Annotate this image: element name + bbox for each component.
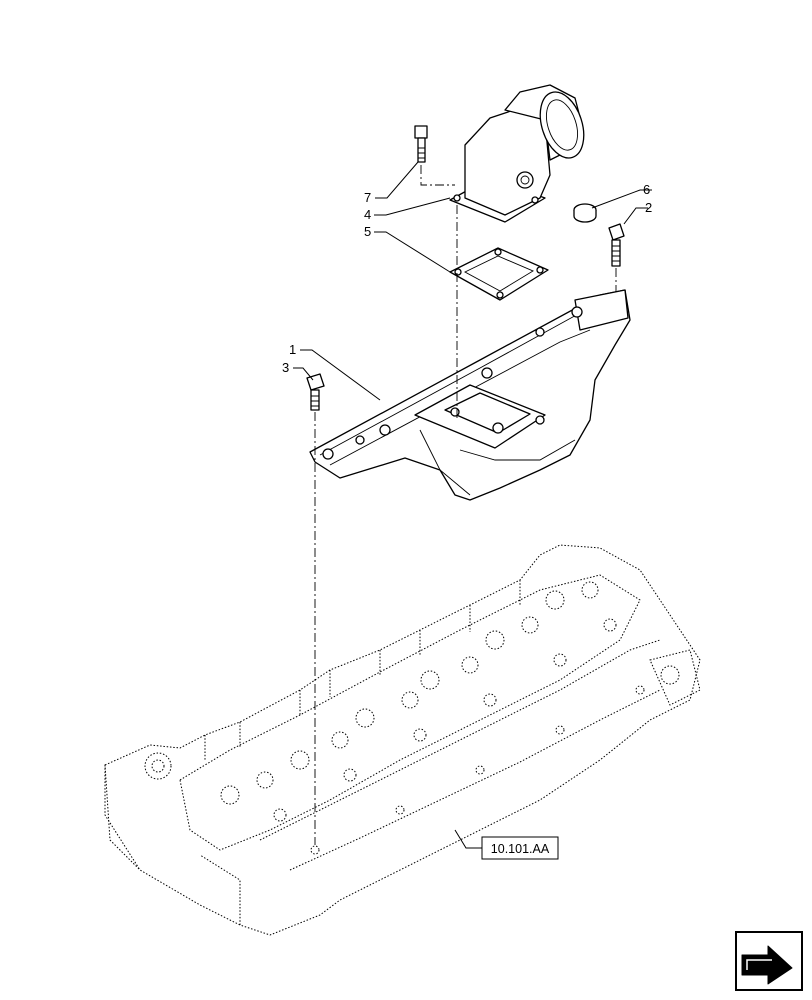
leader-lines xyxy=(293,161,652,849)
assembly-centerlines xyxy=(314,165,617,845)
callout-1: 1 xyxy=(289,342,296,357)
plug xyxy=(573,203,597,223)
intake-manifold xyxy=(309,289,631,501)
callout-7: 7 xyxy=(364,190,371,205)
cylinder-head xyxy=(104,544,701,936)
screw-item-3 xyxy=(306,373,325,411)
next-page-arrow-icon[interactable] xyxy=(735,931,803,991)
screw-item-2 xyxy=(608,223,625,267)
callout-4: 4 xyxy=(364,207,371,222)
reference-label: 10.101.AA xyxy=(491,842,550,856)
callout-labels: 1 2 3 4 5 6 7 xyxy=(282,182,652,375)
callout-2: 2 xyxy=(645,200,652,215)
reference-box[interactable]: 10.101.AA xyxy=(481,836,559,860)
callout-6: 6 xyxy=(643,182,650,197)
gasket xyxy=(449,247,549,301)
bolt-item-7 xyxy=(414,125,428,163)
callout-5: 5 xyxy=(364,224,371,239)
callout-3: 3 xyxy=(282,360,289,375)
inlet-elbow xyxy=(449,84,585,223)
